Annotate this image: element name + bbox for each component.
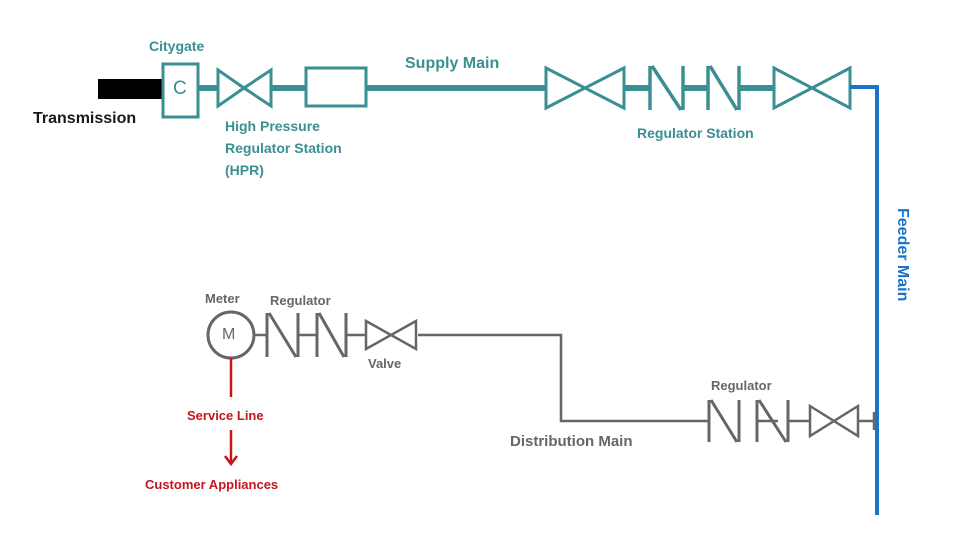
citygate-label: Citygate bbox=[149, 38, 205, 54]
hpr-label-line2: Regulator Station bbox=[225, 140, 342, 156]
hpr-box bbox=[304, 66, 368, 108]
service-line-label: Service Line bbox=[187, 408, 264, 423]
station-regulator-icon bbox=[706, 65, 741, 111]
distribution-main-pipe bbox=[418, 333, 708, 423]
transmission-pipe bbox=[98, 79, 162, 99]
citygate-symbol: C bbox=[173, 78, 187, 99]
citygate-box bbox=[161, 62, 200, 119]
supply-main-label: Supply Main bbox=[405, 55, 500, 72]
meter-label: Meter bbox=[205, 291, 240, 306]
hpr-label-line1: High Pressure bbox=[225, 118, 320, 134]
service-regulator-icon bbox=[265, 312, 300, 358]
regulator-station-label: Regulator Station bbox=[637, 125, 754, 141]
service-regulator-icon bbox=[315, 312, 348, 358]
service-regulator-label: Regulator bbox=[270, 293, 331, 308]
station-regulator-icon bbox=[648, 65, 685, 111]
transmission-label: Transmission bbox=[33, 110, 137, 127]
distribution-main-label: Distribution Main bbox=[510, 433, 633, 450]
valve-label: Valve bbox=[368, 356, 402, 371]
hpr-valve-icon bbox=[216, 67, 273, 109]
station-valve-icon bbox=[772, 65, 852, 111]
district-valve-icon bbox=[808, 403, 860, 439]
district-regulator-icon bbox=[707, 399, 741, 443]
hpr-label-line3: (HPR) bbox=[225, 162, 264, 178]
customer-appliances-label: Customer Appliances bbox=[145, 477, 279, 492]
arrow-head bbox=[224, 455, 238, 467]
feeder-main-pipe bbox=[850, 85, 879, 515]
district-regulator-label: Regulator bbox=[711, 378, 772, 393]
feeder-main-label: Feeder Main bbox=[894, 208, 912, 302]
station-valve-icon bbox=[544, 65, 626, 111]
meter-symbol: M bbox=[222, 326, 236, 343]
service-valve-icon bbox=[364, 318, 418, 352]
